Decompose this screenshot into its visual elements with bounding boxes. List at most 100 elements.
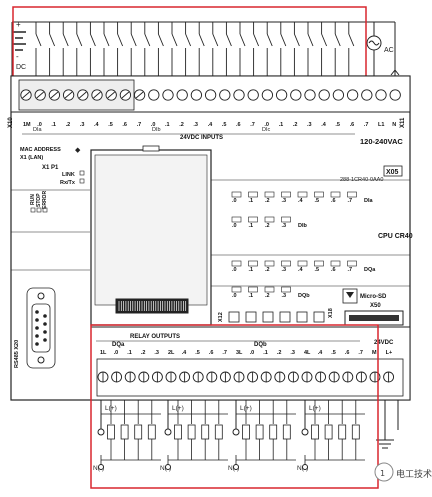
bottom-terminal-label: 1L [100,350,107,356]
top-terminal-label: .6 [350,122,355,128]
x18-connector[interactable] [245,311,257,323]
io-led-group-label: DQa [364,267,376,273]
top-terminal-screw[interactable] [332,89,345,101]
load-resistor [214,424,223,440]
top-terminal-screw[interactable] [247,89,259,101]
io-led-label: .7 [348,198,353,204]
top-terminal-screw[interactable] [162,89,174,101]
top-terminal-screw[interactable] [361,89,373,101]
load-resistor [255,424,264,440]
top-terminal-label: 1M [23,122,31,128]
top-terminal-screw[interactable] [318,89,330,101]
run-led-label: RUN [30,194,36,205]
top-terminal-label: .6 [122,122,127,128]
l-plus-label: L(+) [309,405,321,412]
io-status-led [347,260,357,267]
x50-label: X50 [370,303,381,309]
bottom-terminal-label: .2 [141,350,146,356]
load-resistor [201,424,210,440]
io-status-led [314,191,324,198]
load-resistor [351,424,360,440]
plc-body: X10 X11 1M.0.1.2.3.4.5.6.7.0.1.2.3.4.5.6… [8,75,413,401]
io-status-led [281,191,291,198]
io-status-led [297,191,308,198]
bottom-terminal-label: .3 [154,350,159,356]
top-terminal-screw[interactable] [204,89,217,101]
x18-connector[interactable] [279,311,291,323]
top-terminal-label: .5 [108,122,113,128]
top-terminal-label: .3 [193,122,198,128]
load-resistor [282,424,291,440]
top-terminal-screw[interactable] [190,89,203,101]
io-led-label: .5 [315,267,320,273]
top-terminal-screw[interactable] [375,89,387,101]
x18-connector[interactable] [313,311,325,323]
bottom-terminal-label: .2 [277,350,282,356]
io-status-led [231,260,242,267]
rxtx-label: Rx/Tx [60,180,76,186]
io-led-label: .7 [348,267,353,273]
io-led-label: .4 [298,267,304,273]
x18-connector[interactable] [228,311,240,323]
group-dic-label: DIc [262,127,271,133]
top-terminal-screw[interactable] [176,89,188,101]
top-terminal-label: L1 [378,122,384,128]
io-led-group-label: DIa [364,198,374,204]
io-led-label: .0 [232,198,237,204]
top-terminal-label: .1 [51,122,56,128]
load-resistor [120,424,129,440]
bottom-terminal-label: .7 [222,350,227,356]
mac-address-label: MAC ADDRESS [20,147,61,153]
io-led-label: .2 [265,293,270,299]
x18-connector[interactable] [262,311,274,323]
model-code: 288-1CR40-0AA0 [340,177,383,183]
io-status-led [231,191,242,198]
top-terminal-screw[interactable] [275,89,288,101]
watermark-logo-icon [374,462,394,482]
io-status-led [248,260,258,267]
inputs-caption: 24VDC INPUTS [180,135,223,141]
top-terminal-label: .5 [222,122,227,128]
top-terminal-screw[interactable] [148,89,160,101]
top-terminal-label: .4 [94,122,100,128]
io-led-label: .1 [249,198,254,204]
group-dqa-label: DQa [112,342,125,348]
top-terminal-screw[interactable] [346,89,359,101]
status-leds: RUN STOP ERROR [30,191,48,213]
top-terminal-screw[interactable] [261,89,274,101]
top-terminal-screw[interactable] [304,89,316,101]
lan-label: X1 (LAN) [20,155,43,161]
io-status-led [231,286,242,293]
io-status-led [248,216,258,223]
ac-label: AC [384,47,394,54]
io-led-label: .6 [331,267,336,273]
bottom-terminal-label: L+ [386,350,393,356]
power-caption: 120-240VAC [360,137,403,146]
io-led-label: .1 [249,293,254,299]
top-terminal-screw[interactable] [233,89,245,101]
output-wiring: L(+)N(-)L(+)N(-)L(+)N(-)L(+)N(-) [93,400,399,472]
io-led-group-label: DQb [298,293,310,299]
top-terminal-label: .2 [179,122,184,128]
io-led-label: .2 [265,223,270,229]
top-terminal-screw[interactable] [389,89,401,101]
top-terminal-screw[interactable] [290,89,302,101]
io-status-led [347,191,357,198]
x18-connector[interactable] [296,311,308,323]
x12-label: X12 [218,312,224,322]
top-terminal-label: .4 [321,122,327,128]
top-terminal-label: .1 [279,122,284,128]
io-led-label: .2 [265,198,270,204]
io-status-led [264,216,275,223]
group-dqb-label: DQb [254,342,267,348]
io-status-led [248,191,258,198]
top-terminal-screw[interactable] [219,89,231,101]
rs485-label: RS485 X20 [14,340,20,368]
top-terminal-label: .2 [293,122,298,128]
dc-label: DC [16,64,26,71]
dc-minus-label: - [16,52,19,61]
dc-plus-label: + [16,20,21,29]
top-terminal-label: .3 [80,122,85,128]
io-status-led [330,191,341,198]
